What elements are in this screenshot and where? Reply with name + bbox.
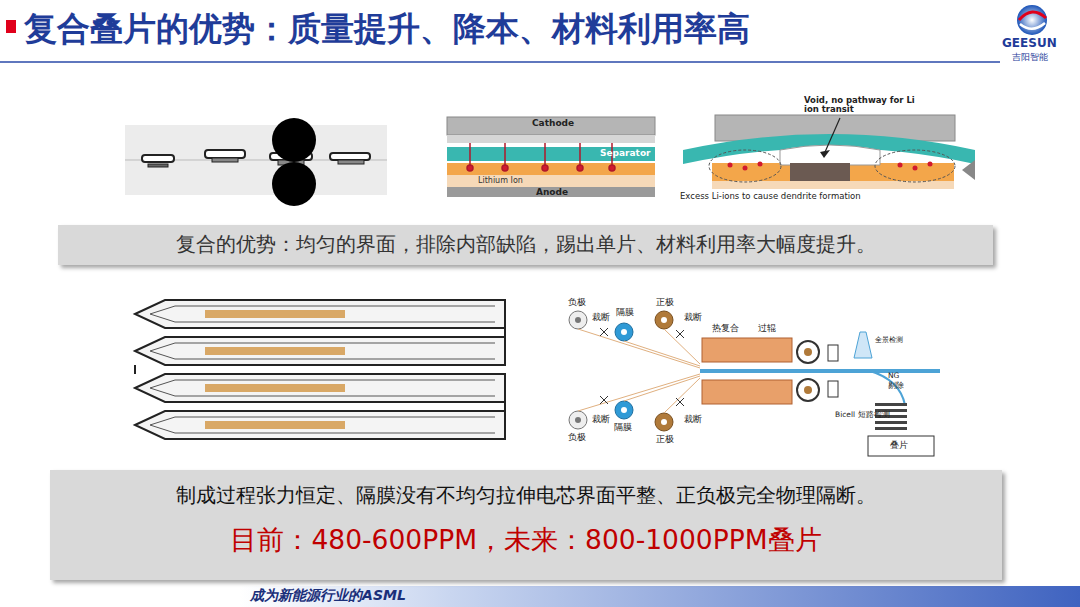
figure-label: Lithium Ion [478,176,523,185]
figure-label: 热复合 [712,323,739,333]
figure-label: 负极 [568,297,586,307]
figure-label: Void, no pathway for Li ion transit [804,96,932,114]
figure-label: 隔膜 [616,307,634,317]
figure-label: 隔膜 [614,422,632,432]
figure-label: 叠片 [890,440,908,450]
band-text: 复合的优势：均匀的界面，排除内部缺陷，踢出单片、材料利用率大幅度提升。 [58,233,993,257]
figure-label: Bicell 短路检测 [835,411,890,420]
figure-label: 全景检测 [875,336,903,344]
text-band: 制成过程张力恒定、隔膜没有不均匀拉伸电芯界面平整、正负极完全物理隔断。目前：48… [50,470,1002,580]
figure-label: Excess Li-ions to cause dendrite formati… [680,192,861,202]
stacked-cell-figure [135,300,505,439]
figure-label: NG [888,372,899,381]
figure-label: 裁断 [592,414,610,424]
band-text: 目前：480-600PPM，未来：800-1000PPM叠片 [50,524,1002,556]
figure-label: Cathode [532,118,574,128]
band-text: 制成过程张力恒定、隔膜没有不均匀拉伸电芯界面平整、正负极完全物理隔断。 [50,484,1002,508]
logo-text: GEESUN [1002,37,1057,51]
figure-label: 裁断 [592,312,610,322]
band-text: 成为新能源行业的ASML [250,587,510,604]
figure-label: 过辊 [758,323,776,333]
figure-label: 负极 [568,432,586,442]
figure-label: 正极 [656,434,674,444]
uniform-interface-figure [447,117,655,197]
text-band: 复合的优势：均匀的界面，排除内部缺陷，踢出单片、材料利用率大幅度提升。 [58,225,993,265]
void-defect-figure [683,115,975,189]
logo-text: 吉阳智能 [1012,52,1048,62]
footer-slogan: 成为新能源行业的ASML [250,586,510,607]
lamination-roller-figure [125,118,387,206]
title-marker [6,20,16,33]
figure-label: Anode [536,187,568,197]
company-logo [1017,5,1047,35]
slide-title: 复合叠片的优势：质量提升、降本、材料利用率高 [24,10,750,48]
figure-label: 正极 [656,297,674,307]
footer-bar [240,586,1080,607]
figure-label: 剔除 [888,382,904,391]
title-rule [0,61,1000,63]
lamination-process-figure [569,311,940,456]
figure-label: 裁断 [684,312,702,322]
figure-label: 裁断 [684,414,702,424]
figure-label: Separator [600,148,651,158]
